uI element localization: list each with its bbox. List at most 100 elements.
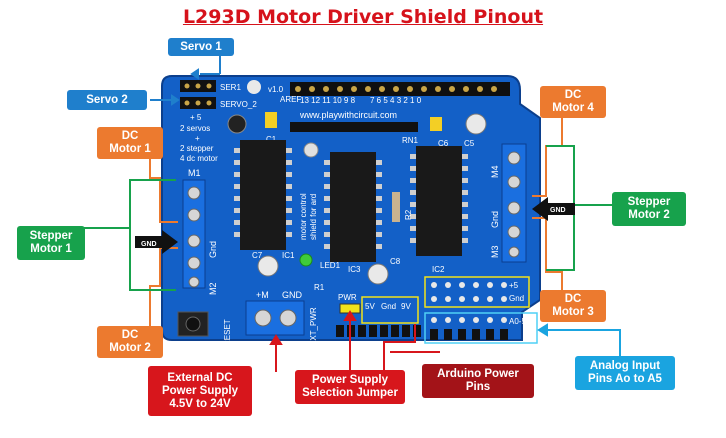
analog-input-callout: Analog Input Pins Ao to A5	[575, 356, 675, 390]
ic1-chip	[234, 140, 292, 250]
servo1-header	[180, 80, 216, 92]
dc-motor1-bracket	[149, 157, 178, 223]
board-ic2: IC2	[432, 265, 445, 274]
board-c7: C7	[252, 251, 263, 260]
dc-motor3-bracket	[532, 217, 563, 294]
dc-motor1-callout: DC Motor 1	[97, 127, 163, 159]
dc-motor1-line2: Motor 1	[109, 143, 151, 155]
analog-input-line2: Pins Ao to A5	[588, 373, 662, 385]
capacitor-c1	[265, 112, 277, 128]
ic2-chip	[410, 146, 468, 256]
board-a0-5: A0-5	[509, 317, 526, 326]
capacitor-c5	[465, 113, 487, 135]
power-jumper-callout: Power Supply Selection Jumper	[295, 370, 405, 404]
ic3-chip	[324, 152, 382, 262]
board-c8: C8	[390, 257, 401, 266]
board-note-4: 2 stepper	[180, 144, 214, 153]
board-servo2: SERVO_2	[220, 100, 257, 109]
dc-motor2-line2: Motor 2	[109, 342, 151, 354]
dc-motor3-line2: Motor 3	[552, 306, 594, 318]
capacitor-small	[303, 142, 319, 158]
arduino-power-line2: Pins	[465, 381, 491, 393]
board-c1: C1	[266, 135, 277, 144]
board-ic3: IC3	[348, 265, 361, 274]
power-rail-box	[424, 276, 530, 308]
external-dc-callout: External DC Power Supply 4.5V to 24V	[148, 366, 252, 416]
servo1-callout: Servo 1	[168, 38, 234, 56]
board-motor-control: motor control	[299, 193, 308, 240]
dc-motor1-line1: DC	[121, 130, 139, 142]
power-rail-pins	[431, 282, 507, 302]
board-pin-row-2: 7 6 5 4 3 2 1 0	[370, 96, 422, 105]
reset-button-cap	[185, 316, 201, 332]
dc-motor3-line1: DC	[564, 293, 582, 305]
board-rn1: RN1	[402, 136, 419, 145]
board-note-2: 2 servos	[180, 124, 210, 133]
board-note-1: + 5	[190, 113, 202, 122]
board-gnd-bottom: GND	[282, 290, 303, 300]
gnd-arrow-left	[135, 230, 178, 254]
board-ser1: SER1	[220, 83, 241, 92]
board-ext-pwr: EXT_PWR	[309, 307, 318, 346]
board-m2: M2	[208, 282, 218, 295]
servo2-callout: Servo 2	[67, 90, 147, 110]
resistor-network	[290, 122, 418, 132]
board-gnd-left: Gnd	[208, 241, 218, 258]
power-jumper-line1: Power Supply	[311, 374, 389, 386]
stepper2-line1: Stepper	[627, 196, 671, 208]
board-5v: 5V	[365, 302, 375, 311]
dc-motor4-callout: DC Motor 4	[540, 86, 606, 118]
capacitor-c6	[430, 117, 442, 131]
terminal-left	[182, 179, 206, 289]
board-note-5: 4 dc motor	[180, 154, 218, 163]
stepper1-line2: Motor 1	[30, 243, 72, 255]
board-reset: RESET	[223, 319, 232, 346]
board-note-3: +	[195, 134, 200, 143]
board-r1: R1	[314, 283, 325, 292]
board-gnd-r: Gnd	[509, 294, 524, 303]
dc-motor4-line1: DC	[564, 89, 582, 101]
arduino-power-line	[383, 324, 416, 372]
board-gnd-right: Gnd	[490, 211, 500, 228]
resistor-r2	[392, 192, 400, 222]
dc-motor2-line1: DC	[121, 329, 139, 341]
board-shield-for: shield for ard	[309, 194, 318, 240]
stepper1-bracket	[70, 179, 176, 229]
board-led1: LED1	[320, 261, 341, 270]
analog-header-pins	[431, 317, 507, 323]
board-pwr: PWR	[338, 293, 357, 302]
board-aref: AREF	[280, 95, 301, 104]
board-m3: M3	[490, 245, 500, 258]
board-m1: M1	[188, 168, 201, 178]
arduino-power-box	[361, 296, 419, 324]
board-plus-m: +M	[256, 290, 269, 300]
stepper2-callout: Stepper Motor 2	[612, 192, 686, 226]
external-dc-line1: External DC	[167, 371, 233, 384]
gnd-arrow-left-label: GND	[141, 241, 157, 248]
board-pin-row: 13 12 11 10 9 8	[300, 96, 356, 105]
dc-motor2-callout: DC Motor 2	[97, 326, 163, 358]
board-plus5: +5	[509, 281, 519, 290]
stepper1-callout: Stepper Motor 1	[17, 226, 85, 260]
stepper2-line2: Motor 2	[628, 209, 670, 221]
board-version: v1.0	[268, 85, 284, 94]
power-jumper-line2: Selection Jumper	[302, 387, 398, 399]
gnd-arrow-right-label: GND	[550, 207, 566, 214]
board-9v: 9V	[401, 302, 411, 311]
stepper1-line1: Stepper	[29, 230, 73, 242]
gnd-arrow-right	[532, 197, 575, 221]
capacitor-c1-left	[227, 114, 247, 134]
board-c5: C5	[464, 139, 475, 148]
digital-header	[290, 82, 510, 96]
terminal-right	[501, 143, 527, 263]
dc-motor3-callout: DC Motor 3	[540, 290, 606, 322]
arduino-power-line1: Arduino Power	[437, 368, 519, 380]
ext-power-terminal	[245, 300, 305, 336]
board-c6: C6	[438, 139, 449, 148]
arduino-power-callout: Arduino Power Pins	[422, 364, 534, 398]
board-m4: M4	[490, 165, 500, 178]
board-r2: R2	[404, 209, 413, 220]
external-dc-line3: 4.5V to 24V	[169, 397, 231, 410]
analog-input-line1: Analog Input	[589, 360, 661, 372]
